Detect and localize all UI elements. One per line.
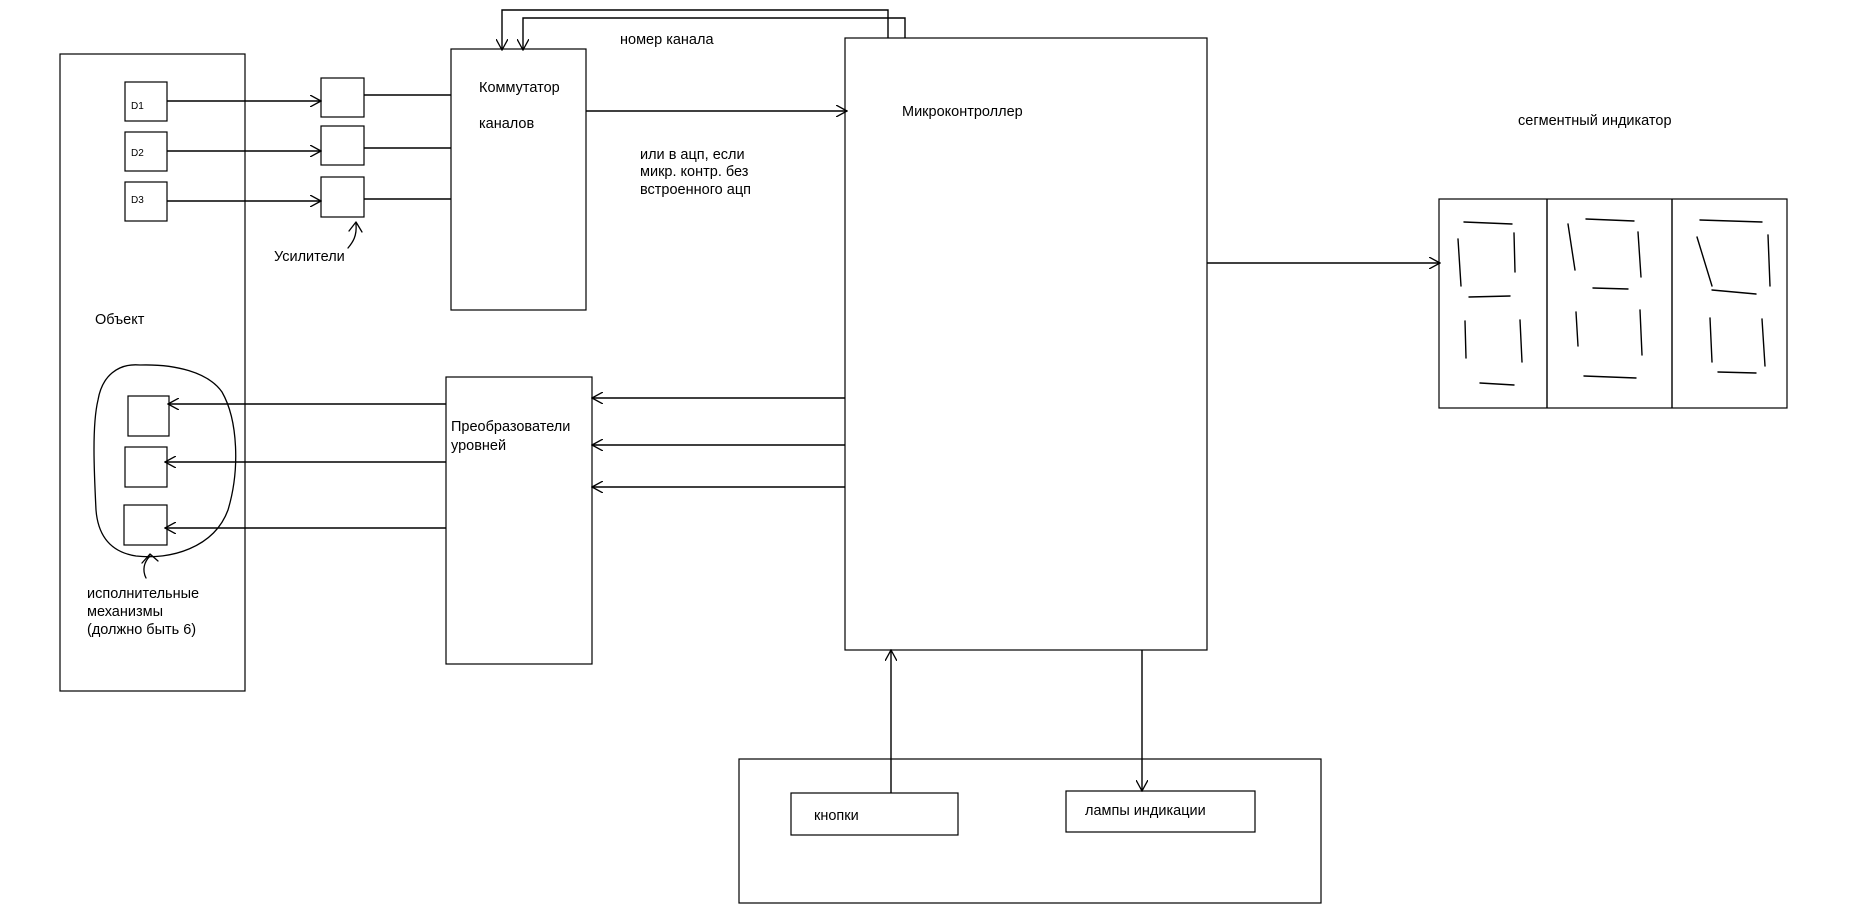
sensor-d3-label: D3: [131, 195, 144, 206]
control-panel-block: [738, 758, 1322, 904]
adc-note-line3: встроенного ацп: [640, 182, 751, 198]
adc-note-line2: микр. контр. без: [640, 164, 749, 180]
amplifiers-pointer-arrow: [347, 221, 363, 249]
actuators-circle: [93, 364, 237, 558]
channel-number-line-inner: [523, 17, 906, 50]
indicator-lamps-box: [1065, 790, 1256, 833]
amplifier-3-box: [320, 176, 365, 218]
segment-indicator-label: сегментный индикатор: [1518, 113, 1672, 129]
segment-indicator-frame: [1438, 198, 1788, 409]
microcontroller-block: [844, 37, 1208, 651]
level-converters-label-line2: уровней: [451, 438, 506, 454]
sensor-d1-label: D1: [131, 101, 144, 112]
channel-number-line-outer: [502, 9, 889, 50]
channel-number-label: номер канала: [620, 32, 714, 48]
digit-2: [1567, 218, 1643, 379]
actuator-3-box: [123, 504, 168, 546]
buttons-label: кнопки: [814, 808, 859, 824]
digit-3: [1696, 219, 1771, 374]
object-label: Объект: [95, 312, 145, 328]
channel-switch-label-line1: Коммутатор: [479, 80, 560, 96]
adc-note-line1: или в ацп, если: [640, 147, 745, 163]
actuators-pointer-arrow: [141, 553, 159, 579]
channel-switch-label-line2: каналов: [479, 116, 534, 132]
segment-indicator: [1438, 198, 1788, 409]
actuators-label-line2: механизмы: [87, 604, 163, 620]
amplifier-2-box: [320, 125, 365, 166]
digit-1: [1457, 221, 1523, 386]
buttons-box: [790, 792, 959, 836]
object-block: [59, 53, 246, 692]
sensor-d2-label: D2: [131, 148, 144, 159]
actuators-label-line1: исполнительные: [87, 586, 199, 602]
actuators-label-line3: (должно быть 6): [87, 622, 196, 638]
amplifier-1-box: [320, 77, 365, 118]
actuator-2-box: [124, 446, 168, 488]
indicator-lamps-label: лампы индикации: [1085, 803, 1206, 819]
microcontroller-label: Микроконтроллер: [902, 104, 1023, 120]
amplifiers-label: Усилители: [274, 249, 345, 265]
level-converters-block: [445, 376, 593, 665]
level-converters-label-line1: Преобразователи: [451, 419, 570, 435]
actuator-1-box: [127, 395, 170, 437]
